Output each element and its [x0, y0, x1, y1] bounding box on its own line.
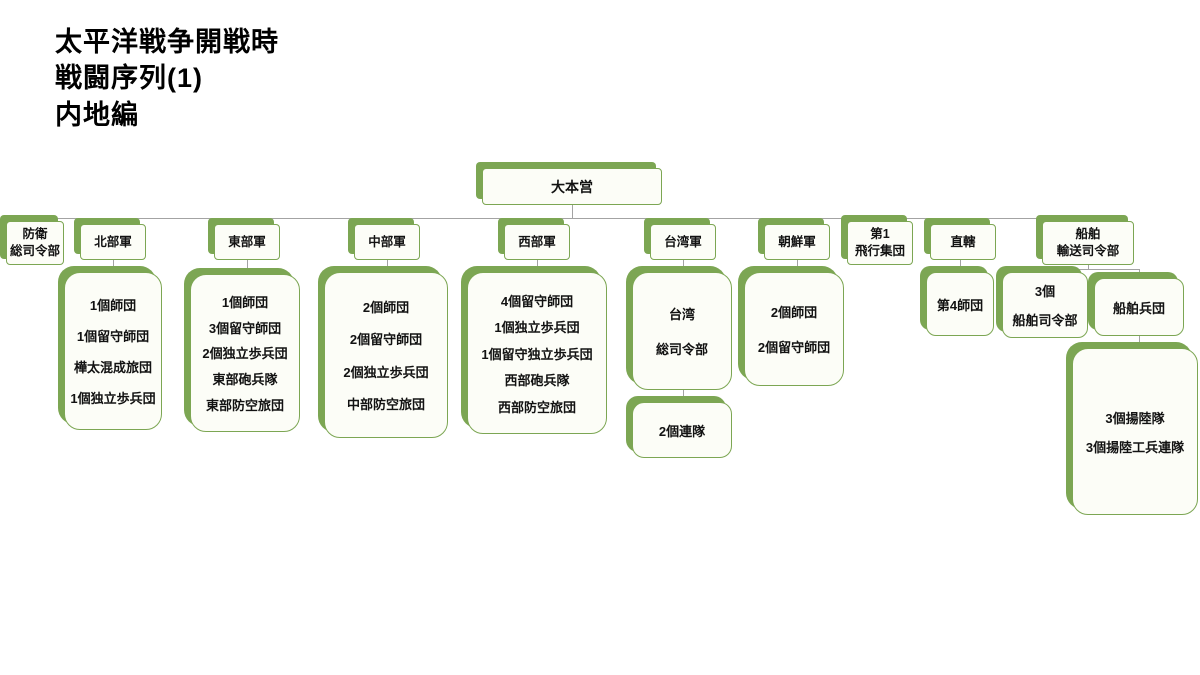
unit-label: 2個留守師団	[349, 332, 423, 348]
unit-label: 東部防空旅団	[205, 398, 284, 414]
unit-label: 1個留守独立歩兵団	[481, 346, 593, 362]
node-4th-division: 第4師団	[926, 272, 994, 336]
unit-label: 東部砲兵隊	[212, 372, 278, 388]
connector-dai4	[960, 260, 961, 272]
connector-drop-hiko	[880, 218, 881, 222]
node-korea-army: 朝鮮軍	[764, 224, 830, 260]
node-label: 総司令部	[9, 244, 60, 258]
unit-label: 3個揚陸工兵連隊	[1085, 439, 1185, 455]
unit-label: 船舶司令部	[1012, 313, 1078, 328]
connector-senpaku-shirei	[1045, 269, 1046, 273]
node-label: 中部軍	[368, 234, 406, 249]
node-label: 防衛	[22, 227, 48, 242]
connector-senpaku-heidan	[1139, 269, 1140, 278]
connector-yoriku	[1139, 336, 1140, 348]
node-northern-army: 北部軍	[80, 224, 146, 260]
connector-chosen-units	[797, 260, 798, 272]
connector-drop-tobu	[247, 218, 248, 224]
connector-drop-chosen	[797, 218, 798, 224]
connector-drop-boei	[35, 218, 36, 222]
unit-label: 総司令部	[655, 342, 708, 357]
node-defense-general-hq: 防衛 総司令部	[6, 221, 64, 265]
node-taiwan-army: 台湾軍	[650, 224, 716, 260]
unit-label: 2個師団	[362, 299, 410, 315]
connector-drop-senpaku	[1088, 218, 1089, 222]
connector-seibu-units	[537, 260, 538, 272]
unit-label: 1個独立歩兵団	[70, 391, 156, 406]
node-direct-control: 直轄	[930, 224, 996, 260]
unit-label: 1個独立歩兵団	[494, 320, 580, 335]
connector-drop-chubu	[387, 218, 388, 224]
unit-label: 西部防空旅団	[497, 399, 576, 415]
units-shipping-corps: 3個揚陸隊 3個揚陸工兵連隊	[1072, 348, 1198, 515]
unit-label: 中部防空旅団	[346, 397, 425, 413]
node-label: 船舶	[1075, 227, 1101, 242]
node-taiwan-general-hq: 台湾 総司令部	[632, 272, 732, 390]
title-line-3: 内地編	[55, 99, 139, 130]
units-northern-army: 1個師団 1個留守師団 樺太混成旅団 1個独立歩兵団	[64, 272, 162, 430]
unit-label: 3個	[1034, 284, 1056, 299]
unit-label: 第4師団	[936, 297, 984, 313]
units-eastern-army: 1個師団 3個留守師団 2個独立歩兵団 東部砲兵隊 東部防空旅団	[190, 274, 300, 432]
node-label: 大本営	[551, 178, 593, 195]
node-label: 東部軍	[228, 234, 266, 249]
connector-drop-hokubu	[113, 218, 114, 224]
node-2-regiments: 2個連隊	[632, 402, 732, 458]
unit-label: 2個留守師団	[757, 340, 831, 355]
title-line-1: 太平洋戦争開戦時	[55, 27, 279, 57]
node-shipping-transport-hq: 船舶 輸送司令部	[1042, 221, 1134, 265]
connector-taiwan-hq	[683, 260, 684, 272]
unit-label: 3個留守師団	[208, 320, 282, 336]
connector-chubu-units	[387, 260, 388, 272]
connector-bus	[35, 218, 1088, 219]
unit-label: 4個留守師団	[500, 293, 574, 309]
unit-label: 1個師団	[89, 298, 137, 313]
unit-label: 2個連隊	[658, 423, 706, 439]
unit-label: 2個独立歩兵団	[202, 346, 288, 362]
connector-senpaku-v	[1088, 265, 1089, 269]
connector-tobu-units	[247, 260, 248, 274]
page-title: 太平洋戦争開戦時 戦闘序列(1) 内地編	[55, 24, 279, 133]
unit-label: 2個師団	[770, 305, 818, 320]
node-3-shipping-hq: 3個 船舶司令部	[1002, 272, 1088, 338]
node-label: 輸送司令部	[1056, 244, 1120, 258]
node-label: 台湾軍	[664, 234, 702, 249]
unit-label: 1個師団	[221, 294, 269, 310]
connector-drop-seibu	[537, 218, 538, 224]
connector-drop-chokkatsu	[963, 218, 964, 224]
node-label: 朝鮮軍	[778, 234, 816, 249]
connector-hokubu-units	[113, 260, 114, 272]
title-line-2: 戦闘序列(1)	[55, 63, 203, 94]
node-label: 第1	[870, 227, 890, 242]
unit-label: 船舶兵団	[1112, 300, 1165, 316]
node-label: 飛行集団	[854, 244, 905, 258]
node-eastern-army: 東部軍	[214, 224, 280, 260]
connector-drop-taiwan	[683, 218, 684, 224]
connector-senpaku-h	[1045, 269, 1140, 270]
unit-label: 2個独立歩兵団	[343, 364, 429, 380]
node-label: 西部軍	[518, 234, 556, 249]
connector-taiwan-rentai	[683, 390, 684, 402]
unit-label: 3個揚陸隊	[1105, 410, 1165, 426]
units-korea-army: 2個師団 2個留守師団	[744, 272, 844, 386]
node-central-army: 中部軍	[354, 224, 420, 260]
unit-label: 西部砲兵隊	[504, 373, 570, 388]
node-shipping-corps: 船舶兵団	[1094, 278, 1184, 336]
node-1st-air-group: 第1 飛行集団	[847, 221, 913, 265]
node-general-headquarters: 大本営	[482, 168, 662, 205]
unit-label: 1個留守師団	[76, 329, 150, 344]
units-central-army: 2個師団 2個留守師団 2個独立歩兵団 中部防空旅団	[324, 272, 448, 438]
node-label: 直轄	[950, 234, 976, 249]
units-western-army: 4個留守師団 1個独立歩兵団 1個留守独立歩兵団 西部砲兵隊 西部防空旅団	[467, 272, 607, 434]
node-label: 北部軍	[94, 234, 132, 249]
unit-label: 台湾	[668, 307, 695, 322]
unit-label: 樺太混成旅団	[73, 360, 152, 375]
node-western-army: 西部軍	[504, 224, 570, 260]
connector-root-drop	[572, 205, 573, 218]
